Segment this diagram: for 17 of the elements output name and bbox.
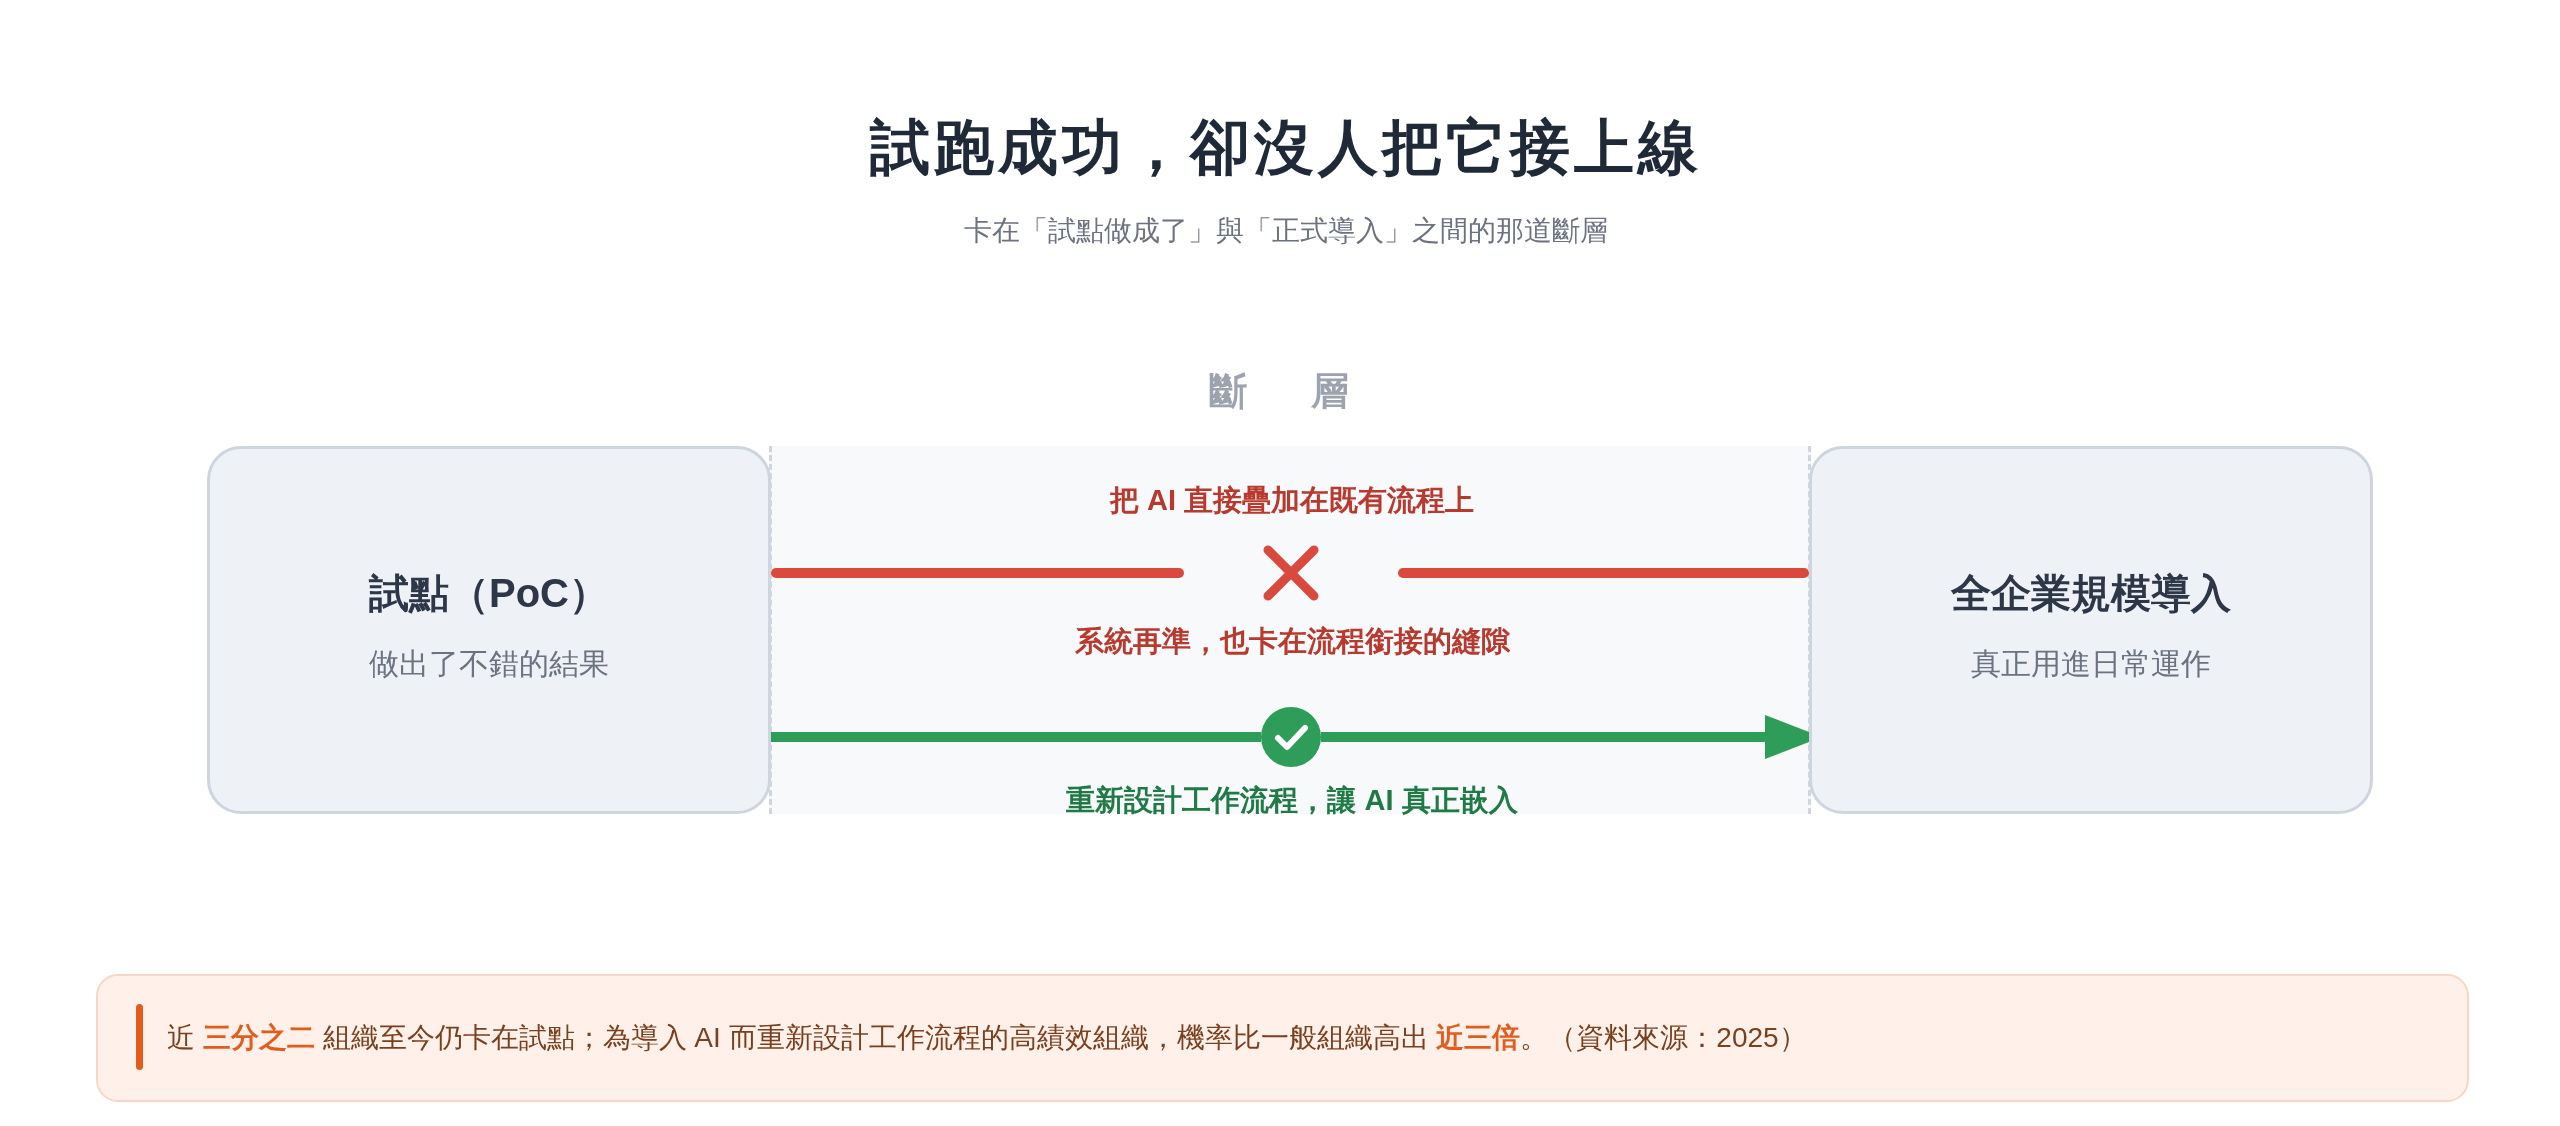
stage-title: 試點（PoC）: [369, 570, 609, 617]
title: 試跑成功，卻沒人把它接上線: [870, 112, 1702, 183]
stage-subtitle: 做出了不錯的結果: [369, 646, 609, 683]
note-text: 近 三分之二 組織至今仍卡在試點；為導入 AI 而重新設計工作流程的高績效組織，機率比一般組織高出 近三倍。（資料來源：2025）: [167, 1020, 1807, 1055]
callout-box: [96, 974, 2469, 1102]
stage-subtitle: 真正用進日常運作: [1971, 646, 2211, 683]
stage-box: [207, 446, 771, 814]
connector-line: [771, 732, 1261, 742]
path-note: 系統再準，也卡在流程銜接的縫隙: [1074, 623, 1510, 659]
subtitle: 卡在「試點做成了」與「正式導入」之間的那道斷層: [964, 213, 1608, 248]
stage-title: 全企業規模導入: [1951, 570, 2231, 617]
band-heading: 斷層: [1209, 369, 1349, 415]
connector-line: [771, 568, 1184, 578]
connector-line: [1398, 568, 1809, 578]
path-label: 重新設計工作流程，讓 AI 真正嵌入: [1066, 782, 1518, 818]
path-label: 把 AI 直接疊加在既有流程上: [1109, 482, 1475, 518]
stage-box: [1809, 446, 2373, 814]
